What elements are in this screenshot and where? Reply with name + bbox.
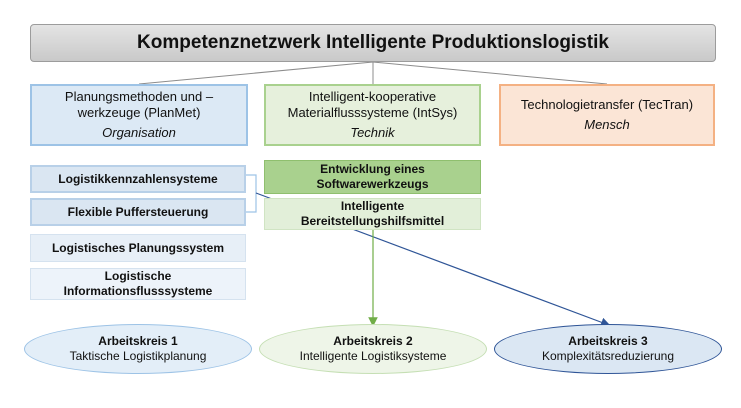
intsys-item-bereitstellungshilfsmittel: Intelligente Bereitstellungshilfsmittel (264, 198, 481, 230)
pillar-intsys-sub: Technik (350, 125, 395, 140)
connector-title-tectran (372, 61, 608, 85)
pillar-tectran: Technologietransfer (TecTran) Mensch (499, 84, 715, 146)
bracket-planmet-items (246, 174, 257, 213)
planmet-item-logistisches-planungssystem: Logistisches Planungssystem (30, 234, 246, 262)
pillar-planmet-line2: werkzeuge (PlanMet) (77, 105, 201, 120)
planmet-item-informationsflusssysteme: Logistische Informationsflusssysteme (30, 268, 246, 300)
pillar-planmet-line1: Planungsmethoden und – (64, 89, 214, 104)
pillar-planmet-sub: Organisation (102, 125, 176, 140)
arbeitskreis-2: Arbeitskreis 2 Intelligente Logistiksyst… (259, 324, 487, 374)
pillar-intsys-line2: Materialflusssysteme (IntSys) (287, 105, 458, 120)
planmet-item-flexible-puffersteuerung: Flexible Puffersteuerung (30, 198, 246, 226)
pillar-tectran-line1: Technologietransfer (TecTran) (520, 97, 694, 112)
arbeitskreis-3: Arbeitskreis 3 Komplexitätsreduzierung (494, 324, 722, 374)
arbeitskreis-1: Arbeitskreis 1 Taktische Logistikplanung (24, 324, 252, 374)
network-title: Kompetenznetzwerk Intelligente Produktio… (30, 24, 716, 62)
planmet-item-logistikkennzahlensysteme: Logistikkennzahlensysteme (30, 165, 246, 193)
connector-title-planmet (138, 61, 374, 85)
pillar-intsys-line1: Intelligent-kooperative (308, 89, 437, 104)
intsys-item-softwarewerkzeug: Entwicklung eines Softwarewerkzeugs (264, 160, 481, 194)
pillar-planmet: Planungsmethoden und – werkzeuge (PlanMe… (30, 84, 248, 146)
pillar-tectran-sub: Mensch (584, 117, 630, 132)
pillar-intsys: Intelligent-kooperative Materialflusssys… (264, 84, 481, 146)
